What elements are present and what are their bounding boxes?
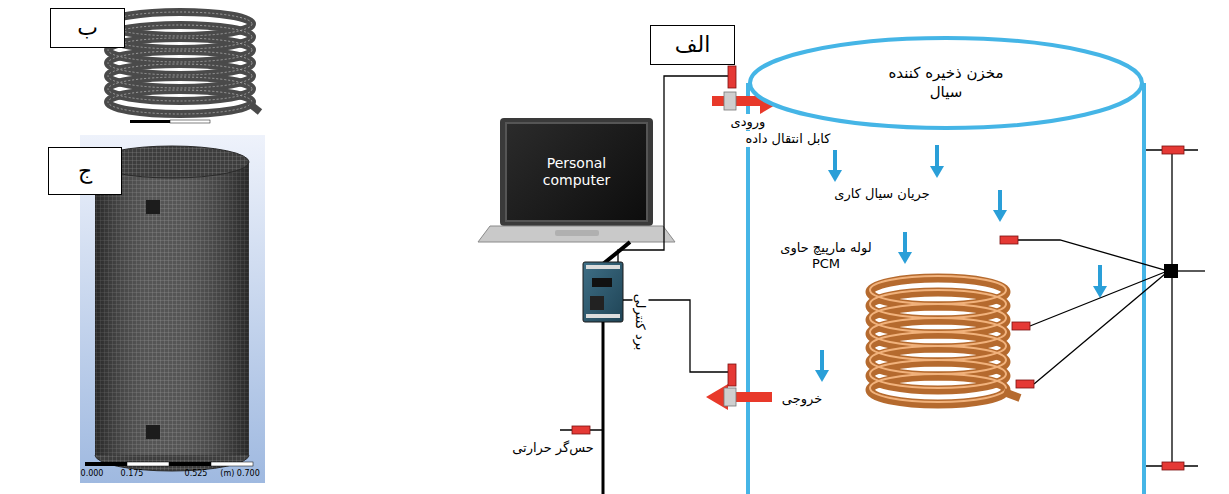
tank-sensors	[1000, 146, 1205, 470]
tank-ellipse-outline	[750, 38, 1142, 128]
laptop	[478, 118, 675, 242]
node-text: ب	[77, 14, 98, 42]
node-text: مخزن ذخیره کننده سیال	[886, 64, 1006, 102]
text-holder: الف	[675, 31, 711, 59]
scale-value: 0.700 (m)	[218, 469, 262, 479]
panel-label: ج	[48, 147, 122, 195]
text-holder: مخزن ذخیره کننده سیال	[886, 64, 1006, 102]
outlet-label: خروجی	[780, 391, 824, 407]
outlet-arrow	[706, 364, 772, 410]
text-holder: ج	[78, 157, 92, 185]
board-label: برد کنترلی	[632, 292, 648, 353]
cable-label: کابل انتقال داده	[743, 131, 832, 147]
coil-mesh	[108, 12, 260, 123]
tank-top: مخزن ذخیره کننده سیال	[748, 36, 1144, 130]
flow-label: جریان سیال کاری	[832, 186, 931, 202]
inlet-label: ورودی	[729, 114, 768, 130]
thermal-sensor	[572, 426, 590, 434]
coil-label: لوله مارپیچ حاوی PCM	[778, 240, 874, 273]
panel-label: الف	[650, 25, 735, 65]
text-holder: Personal computer	[517, 155, 637, 190]
scale-value: 0.175	[119, 469, 146, 479]
scale-value: 0.525	[183, 469, 210, 479]
copper-coil	[870, 276, 1020, 404]
node-text: Personal computer	[517, 155, 637, 190]
node-text: الف	[675, 31, 711, 59]
scale-value: 0.000	[79, 469, 106, 479]
laptop-screen: Personal computer	[505, 122, 648, 222]
node-text: ج	[78, 157, 92, 185]
panel-label: ب	[50, 8, 125, 48]
control-board	[583, 262, 623, 322]
data-cable	[603, 242, 630, 264]
text-holder: ب	[77, 14, 98, 42]
power-line	[602, 322, 605, 494]
sensor-label: حس‌گر حرارتی	[510, 440, 596, 456]
